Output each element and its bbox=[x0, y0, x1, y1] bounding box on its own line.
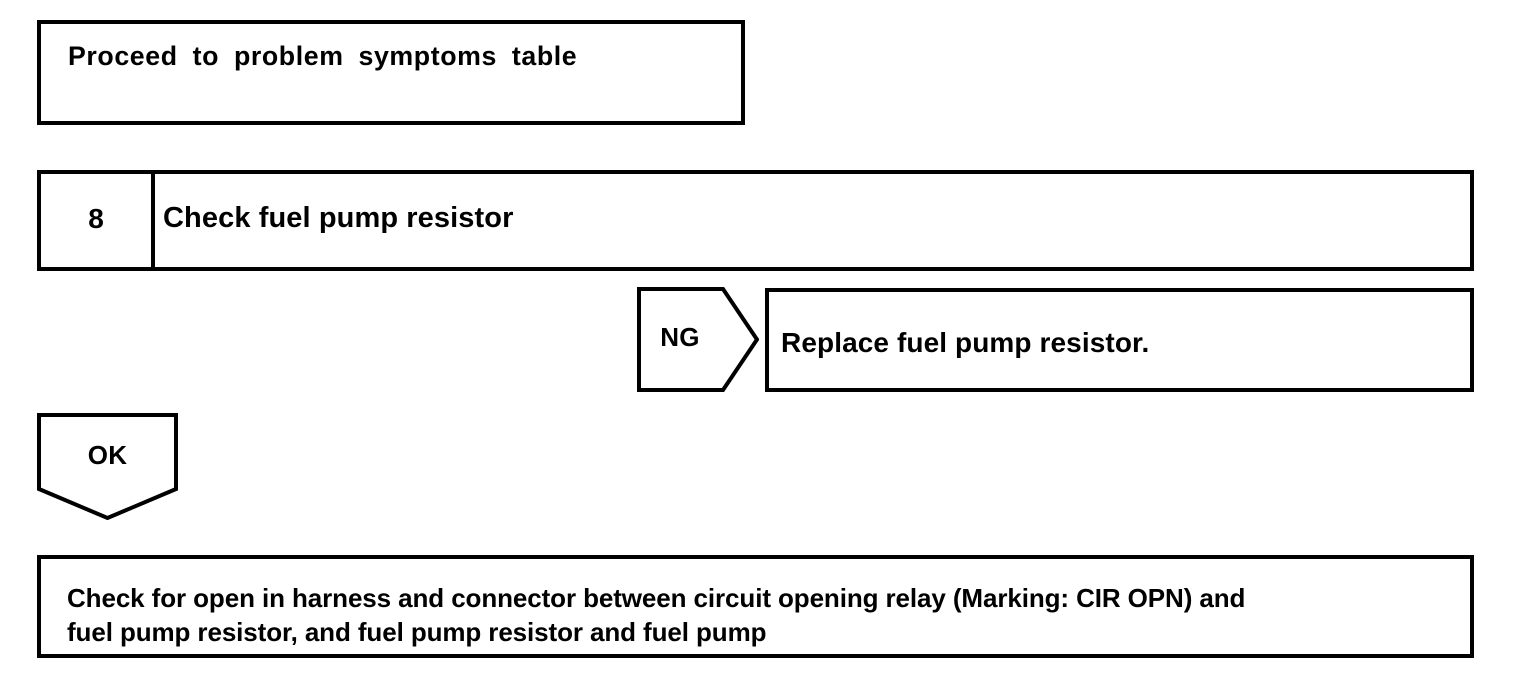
proceed-to-problem-symptoms-box: Proceed to problem symptoms table bbox=[37, 20, 745, 125]
check-open-harness-text: Check for open in harness and connector … bbox=[67, 583, 1246, 647]
branch-ng-label: NG bbox=[660, 322, 700, 352]
replace-fuel-pump-resistor-box: Replace fuel pump resistor. bbox=[765, 288, 1474, 392]
branch-ok-arrow: OK bbox=[37, 413, 178, 520]
arrow-down-pentagon-icon bbox=[37, 413, 178, 520]
step-8-check-fuel-pump-resistor-box: 8 Check fuel pump resistor bbox=[37, 170, 1474, 271]
replace-fuel-pump-resistor-text: Replace fuel pump resistor. bbox=[781, 327, 1150, 358]
step-label: Check fuel pump resistor bbox=[163, 202, 514, 234]
step-cell-divider bbox=[151, 174, 155, 267]
branch-ok-label: OK bbox=[87, 440, 128, 470]
step-number: 8 bbox=[88, 203, 104, 234]
branch-ng-arrow: NG bbox=[637, 287, 759, 392]
check-open-harness-box: Check for open in harness and connector … bbox=[37, 555, 1474, 658]
proceed-to-problem-symptoms-text: Proceed to problem symptoms table bbox=[68, 41, 578, 71]
arrow-right-pentagon-icon bbox=[637, 287, 759, 392]
